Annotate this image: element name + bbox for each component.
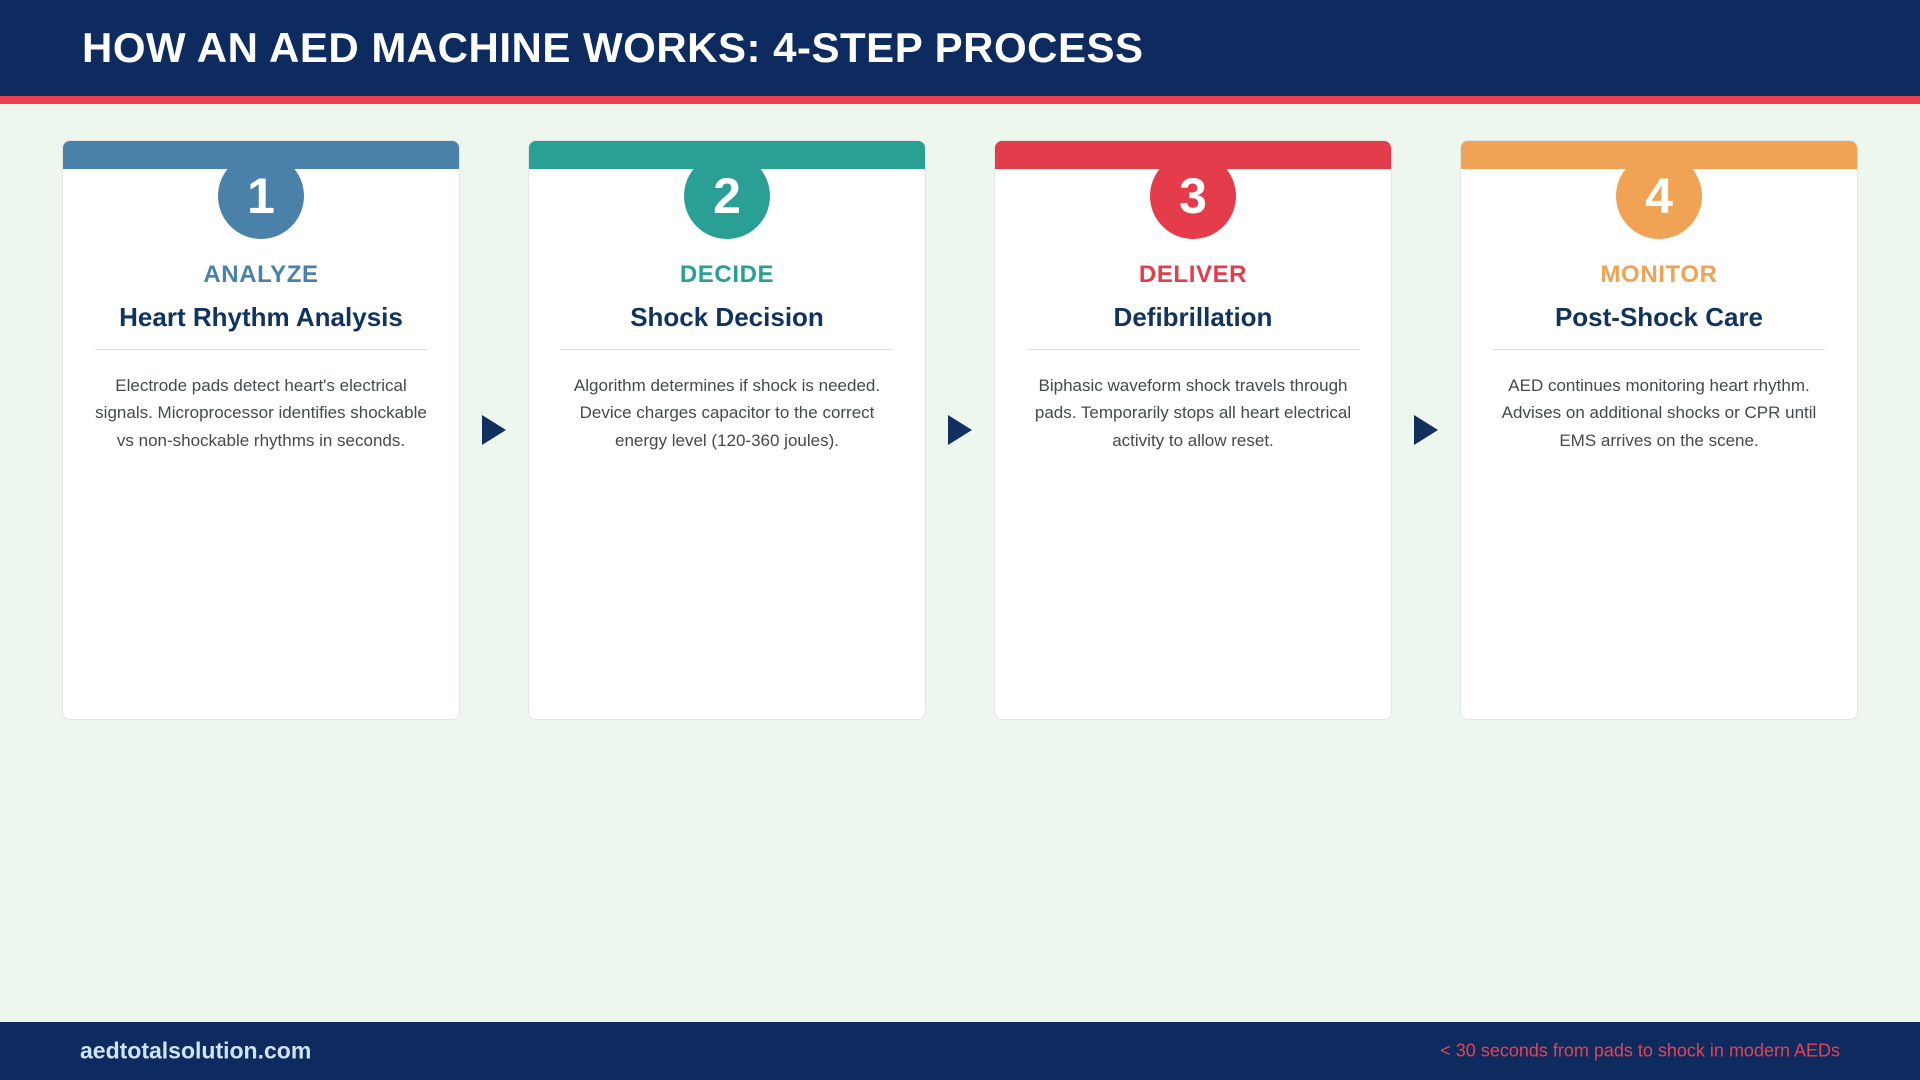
- step-kicker: DELIVER: [1138, 261, 1248, 288]
- step-divider: [95, 348, 427, 350]
- step-card-3[interactable]: 3 DELIVER Defibrillation Biphasic wavefo…: [994, 140, 1392, 720]
- step-body: Biphasic waveform shock travels through …: [1034, 375, 1352, 450]
- step-title: Shock Decision: [630, 302, 824, 332]
- arrow-right-icon: [1414, 415, 1438, 445]
- steps-container: 1 ANALYZE Heart Rhythm Analysis Electrod…: [62, 140, 1858, 720]
- footer-tagline: < 30 seconds from pads to shock in moder…: [1440, 1040, 1840, 1061]
- step-card-4[interactable]: 4 MONITOR Post-Shock Care AED continues …: [1460, 140, 1858, 720]
- page-header: HOW AN AED MACHINE WORKS: 4-STEP PROCESS: [0, 0, 1920, 96]
- step-card-2[interactable]: 2 DECIDE Shock Decision Algorithm determ…: [528, 140, 926, 720]
- step-kicker: DECIDE: [679, 261, 775, 288]
- step-title: Defibrillation: [1113, 302, 1273, 332]
- step-divider: [1493, 348, 1825, 350]
- step-body: AED continues monitoring heart rhythm. A…: [1501, 375, 1817, 450]
- step-title: Post-Shock Care: [1554, 302, 1764, 332]
- step-body: Electrode pads detect heart's electrical…: [95, 375, 427, 450]
- arrow-right-icon: [482, 415, 506, 445]
- step-connector-2: [926, 140, 994, 720]
- step-body: Algorithm determines if shock is needed.…: [573, 375, 881, 450]
- page-footer: aedtotalsolution.com < 30 seconds from p…: [0, 1022, 1920, 1080]
- step-kicker: MONITOR: [1600, 261, 1718, 288]
- step-number-badge: 1: [218, 153, 304, 239]
- step-number-badge: 2: [684, 153, 770, 239]
- step-number-badge: 3: [1150, 153, 1236, 239]
- step-number-badge: 4: [1616, 153, 1702, 239]
- step-divider: [1027, 348, 1359, 350]
- step-title: Heart Rhythm Analysis: [119, 302, 403, 332]
- step-divider: [561, 348, 893, 350]
- step-connector-1: [460, 140, 528, 720]
- step-kicker: ANALYZE: [203, 261, 319, 288]
- header-accent-bar: [0, 96, 1920, 104]
- page-title: HOW AN AED MACHINE WORKS: 4-STEP PROCESS: [82, 24, 1144, 71]
- step-card-1[interactable]: 1 ANALYZE Heart Rhythm Analysis Electrod…: [62, 140, 460, 720]
- footer-brand-link[interactable]: aedtotalsolution.com: [80, 1037, 312, 1064]
- arrow-right-icon: [948, 415, 972, 445]
- step-connector-3: [1392, 140, 1460, 720]
